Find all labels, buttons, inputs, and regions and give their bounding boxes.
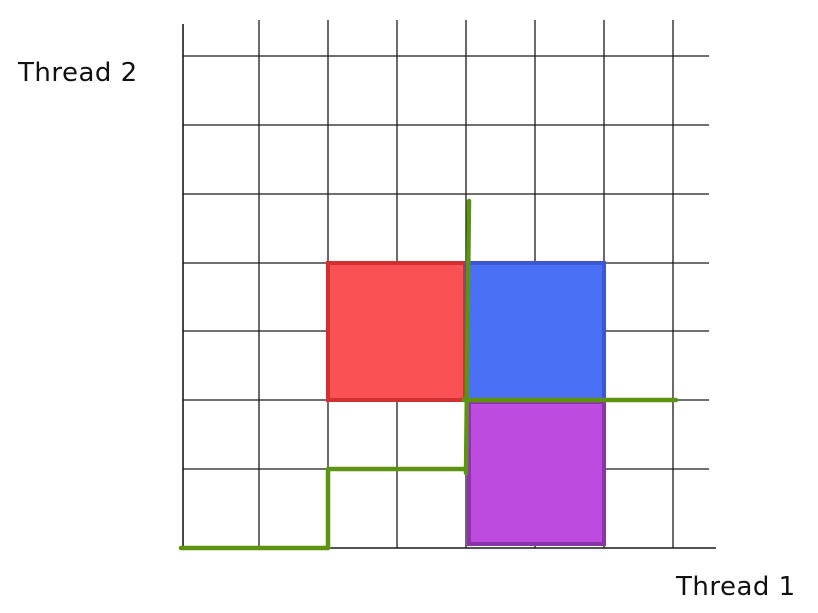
execution-path [178, 198, 679, 551]
blue-region [465, 261, 606, 402]
execution-path-vertical-segment [463, 198, 472, 476]
thread-1-axis-label: Thread 1 [676, 572, 796, 602]
execution-path-lower-segment [178, 466, 469, 551]
purple-region [467, 400, 606, 546]
thread-2-axis-label: Thread 2 [18, 58, 138, 88]
red-region [326, 261, 467, 402]
